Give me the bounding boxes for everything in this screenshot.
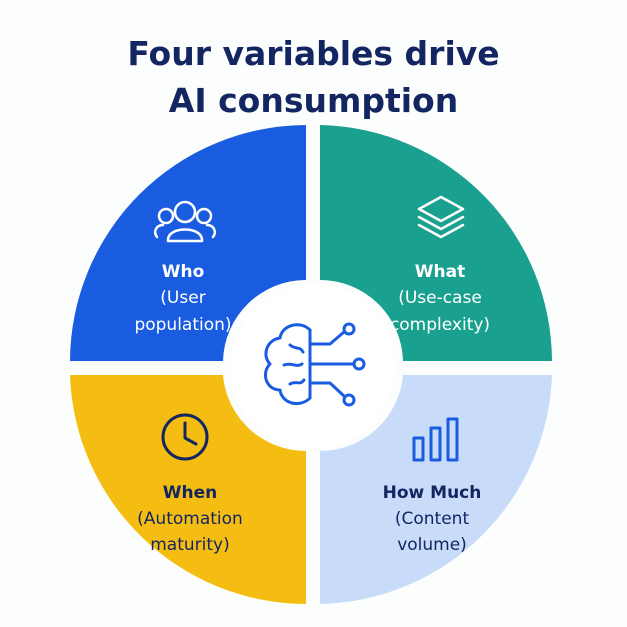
users-icon (154, 200, 216, 243)
when-desc-line-1: (Automation (137, 509, 243, 529)
brain-circuit-icon (264, 322, 366, 407)
what-desc-line-2: complexity) (390, 315, 490, 335)
quadrant-what (320, 125, 552, 361)
title-line-1: Four variables drive (127, 34, 500, 73)
how-much-desc-line-1: (Content (395, 509, 470, 529)
how-much-desc-line-2: volume) (397, 535, 467, 555)
who-desc-line-2: population) (134, 315, 231, 335)
layers-icon (417, 195, 465, 239)
quadrant-how-much (320, 375, 552, 604)
quadrant-who (70, 125, 306, 361)
when-label: When (163, 483, 218, 503)
bar-chart-icon (412, 417, 459, 462)
who-desc-line-1: (User (160, 288, 205, 308)
what-label: What (415, 262, 465, 282)
who-label: Who (162, 262, 205, 282)
clock-icon (161, 413, 209, 461)
what-desc-line-1: (Use-case (398, 288, 482, 308)
center-circle (231, 285, 395, 449)
page-title: Four variables drive AI consumption (0, 30, 627, 124)
quadrant-when (70, 375, 306, 604)
when-desc-line-2: maturity) (150, 535, 230, 555)
how-much-label: How Much (383, 483, 482, 503)
title-line-2: AI consumption (168, 81, 459, 120)
